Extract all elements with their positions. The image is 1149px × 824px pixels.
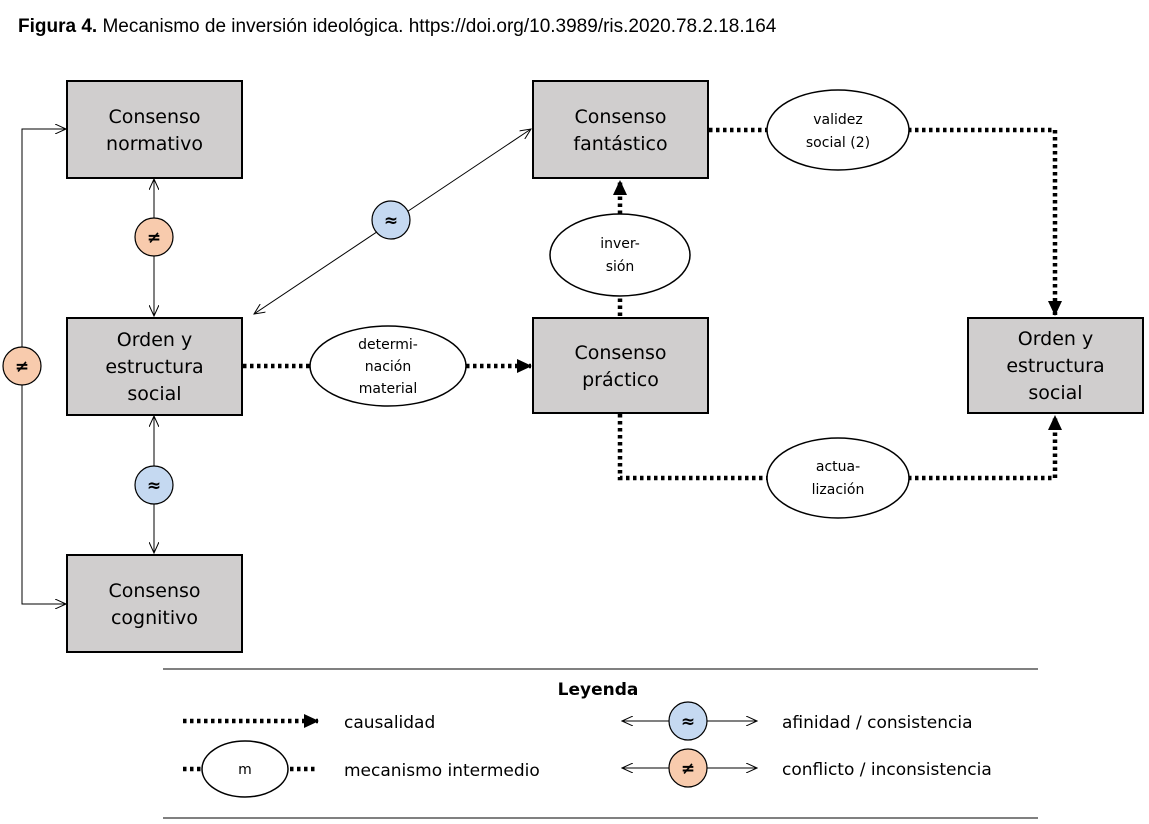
legend: Leyenda causalidad m mecanismo intermedi… [163,668,1038,819]
legend-conflicto-label: conflicto / inconsistencia [782,760,992,780]
causal-arrow-to-orden-right-bottom [908,415,1062,481]
box-line: Consenso [574,342,666,364]
affinity-glyph: ≈ [384,211,398,231]
box-line: cognitivo [111,607,198,629]
conflict-glyph: ≠ [15,357,29,377]
legend-title: Leyenda [558,680,639,700]
mechanism-line: sión [606,259,635,275]
causal-line [617,414,767,481]
box-line: social [1028,382,1082,404]
figure-caption: Figura 4. Mecanismo de inversión ideológ… [18,16,776,38]
mechanism-line: actua- [816,459,860,475]
legend-conflict-glyph: ≠ [681,759,695,779]
mechanism-validez-social: validez social (2) [766,89,910,171]
box-line: Orden y [117,329,193,351]
causal-arrow-to-orden-right-top [908,127,1062,316]
box-line: Consenso [108,580,200,602]
box-line: social [127,383,181,405]
legend-afinidad-label: afinidad / consistencia [782,713,973,733]
legend-causalidad-label: causalidad [344,713,435,733]
box-line: Orden y [1018,328,1094,350]
box-line: Consenso [574,106,666,128]
box-line: estructura [105,356,203,378]
box-line: normativo [106,133,203,155]
mechanism-line: determi- [358,337,418,353]
legend-mechanism-symbol: m [238,762,252,778]
affinity-glyph: ≈ [147,476,161,496]
legend-mecanismo-label: mecanismo intermedio [344,761,540,781]
mechanism-determinacion-material: determi- nación material [309,325,467,407]
affinity-symbol-orden-cognitivo: ≈ [134,465,174,505]
box-line: estructura [1006,355,1104,377]
box-orden-estructura-social-right: Orden y estructura social [967,317,1144,414]
box-consenso-normativo: Consenso normativo [66,80,243,179]
mechanism-line: social (2) [806,135,870,151]
box-consenso-fantastico: Consenso fantástico [532,80,709,179]
mechanism-line: nación [365,359,411,375]
box-line: práctico [582,369,659,391]
figure-label: Figura 4. [18,16,98,37]
box-consenso-cognitivo: Consenso cognitivo [66,554,243,653]
legend-conflict-circle [668,748,708,788]
mechanism-actualizacion: actua- lización [766,437,910,519]
mechanism-line: material [359,381,417,397]
legend-affinity-glyph: ≈ [681,712,695,732]
affinity-symbol-orden-fantastico: ≈ [371,200,411,240]
box-line: Consenso [108,106,200,128]
legend-mechanism-ellipse [201,740,289,798]
conflict-symbol-normativo-orden: ≠ [134,217,174,257]
legend-affinity-circle [668,701,708,741]
mechanism-line: inver- [600,236,640,252]
box-orden-estructura-social-left: Orden y estructura social [66,317,243,416]
mechanism-line: lización [812,482,865,498]
mechanism-inversion: inver- sión [549,213,691,297]
mechanism-line: validez [813,112,863,128]
figure-title: Mecanismo de inversión ideológica. https… [97,16,777,37]
conflict-symbol-normativo-cognitivo: ≠ [2,346,42,386]
box-line: fantástico [573,133,667,155]
conflict-glyph: ≠ [147,228,161,248]
box-consenso-practico: Consenso práctico [532,317,709,414]
